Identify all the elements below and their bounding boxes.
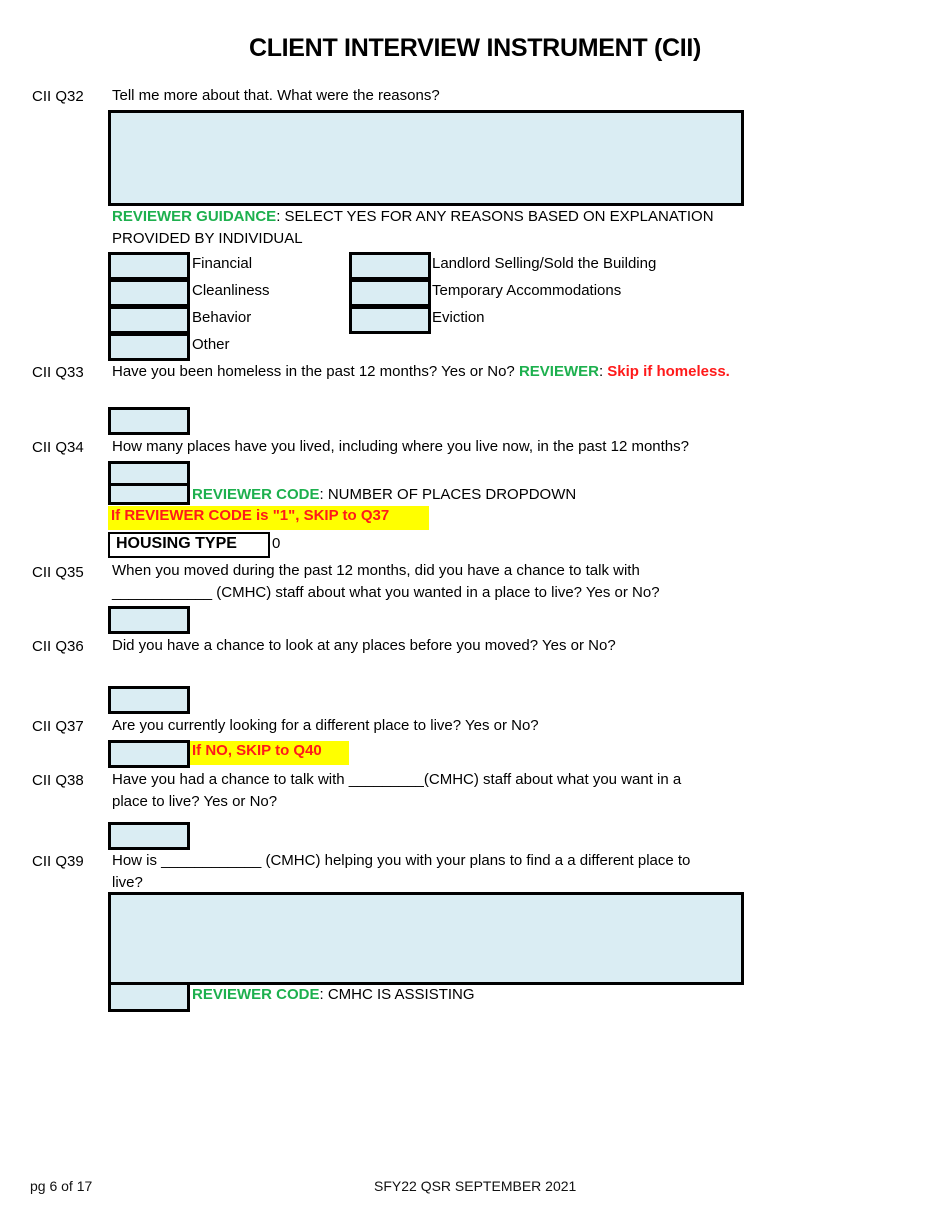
q34-skip-note: If REVIEWER CODE is "1", SKIP to Q37 xyxy=(108,506,429,530)
reason-cleanliness-label: Cleanliness xyxy=(192,282,270,299)
q39-reviewer-code: REVIEWER CODE: CMHC IS ASSISTING xyxy=(192,984,475,1006)
q35-answer-box[interactable] xyxy=(108,606,190,634)
q37-answer-box[interactable] xyxy=(108,740,190,768)
reason-eviction-box[interactable] xyxy=(349,306,431,334)
question-text-q36: Did you have a chance to look at any pla… xyxy=(112,637,616,654)
question-number-q38: CII Q38 xyxy=(32,772,84,789)
question-text-q35-line2: ____________ (CMHC) staff about what you… xyxy=(112,584,660,601)
question-text-q38-line1: Have you had a chance to talk with _____… xyxy=(112,771,682,788)
q33-text: Have you been homeless in the past 12 mo… xyxy=(112,363,519,380)
q33-answer-box[interactable] xyxy=(108,407,190,435)
footer-document-id: SFY22 QSR SEPTEMBER 2021 xyxy=(374,1178,577,1194)
page-number: pg 6 of 17 xyxy=(30,1178,93,1194)
question-text-q32: Tell me more about that. What were the r… xyxy=(112,87,440,104)
question-text-q37: Are you currently looking for a differen… xyxy=(112,717,539,734)
reason-behavior-label: Behavior xyxy=(192,309,252,326)
housing-type-value: 0 xyxy=(272,535,281,552)
question-text-q34: How many places have you lived, includin… xyxy=(112,438,689,455)
guidance-label: REVIEWER GUIDANCE xyxy=(112,208,277,225)
reason-other-label: Other xyxy=(192,336,230,353)
question-number-q37: CII Q37 xyxy=(32,718,84,735)
q34-code-label: REVIEWER CODE xyxy=(192,486,320,503)
q33-reviewer-label: REVIEWER xyxy=(518,363,599,380)
q34-reviewer-code: REVIEWER CODE: NUMBER OF PLACES DROPDOWN xyxy=(192,484,576,506)
reason-landlord-box[interactable] xyxy=(349,252,431,280)
reason-other-box[interactable] xyxy=(108,333,190,361)
reason-temporary-label: Temporary Accommodations xyxy=(432,282,622,299)
q38-answer-box[interactable] xyxy=(108,822,190,850)
reason-landlord-label: Landlord Selling/Sold the Building xyxy=(432,255,657,272)
question-number-q33: CII Q33 xyxy=(32,364,84,381)
question-number-q32: CII Q32 xyxy=(32,88,84,105)
reason-eviction-label: Eviction xyxy=(432,309,485,326)
question-text-q38-line2: place to live? Yes or No? xyxy=(112,793,278,810)
q39-answer-textarea[interactable] xyxy=(108,892,744,985)
reason-temporary-box[interactable] xyxy=(349,279,431,307)
reason-financial-label: Financial xyxy=(192,255,253,272)
reason-cleanliness-box[interactable] xyxy=(108,279,190,307)
question-text-q33: Have you been homeless in the past 12 mo… xyxy=(112,361,730,383)
question-text-q35-line1: When you moved during the past 12 months… xyxy=(112,562,640,579)
q36-answer-box[interactable] xyxy=(108,686,190,714)
q39-reviewer-code-box[interactable] xyxy=(108,982,190,1012)
question-number-q36: CII Q36 xyxy=(32,638,84,655)
guidance-text: : SELECT YES FOR ANY REASONS BASED ON EX… xyxy=(276,208,714,225)
page-title: CLIENT INTERVIEW INSTRUMENT (CII) xyxy=(248,34,702,62)
question-number-q34: CII Q34 xyxy=(32,439,84,456)
q32-answer-textarea[interactable] xyxy=(108,110,744,206)
question-text-q39-line2: live? xyxy=(112,874,143,891)
q33-colon: : xyxy=(598,363,608,380)
q39-code-text: : CMHC IS ASSISTING xyxy=(319,986,475,1003)
question-text-q39-line1: How is ____________ (CMHC) helping you w… xyxy=(112,852,691,869)
q32-reviewer-guidance: REVIEWER GUIDANCE: SELECT YES FOR ANY RE… xyxy=(112,206,714,228)
question-number-q35: CII Q35 xyxy=(32,564,84,581)
q33-skip-note: Skip if homeless. xyxy=(607,363,730,380)
q34-code-text: : NUMBER OF PLACES DROPDOWN xyxy=(319,486,577,503)
q39-code-label: REVIEWER CODE xyxy=(192,986,320,1003)
reason-financial-box[interactable] xyxy=(108,252,190,280)
q32-guidance-line2: PROVIDED BY INDIVIDUAL xyxy=(112,230,303,247)
q37-skip-note: If NO, SKIP to Q40 xyxy=(190,741,349,765)
housing-type-label: HOUSING TYPE xyxy=(108,532,270,558)
reason-behavior-box[interactable] xyxy=(108,306,190,334)
q34-reviewer-code-dropdown[interactable] xyxy=(108,483,190,505)
question-number-q39: CII Q39 xyxy=(32,853,84,870)
